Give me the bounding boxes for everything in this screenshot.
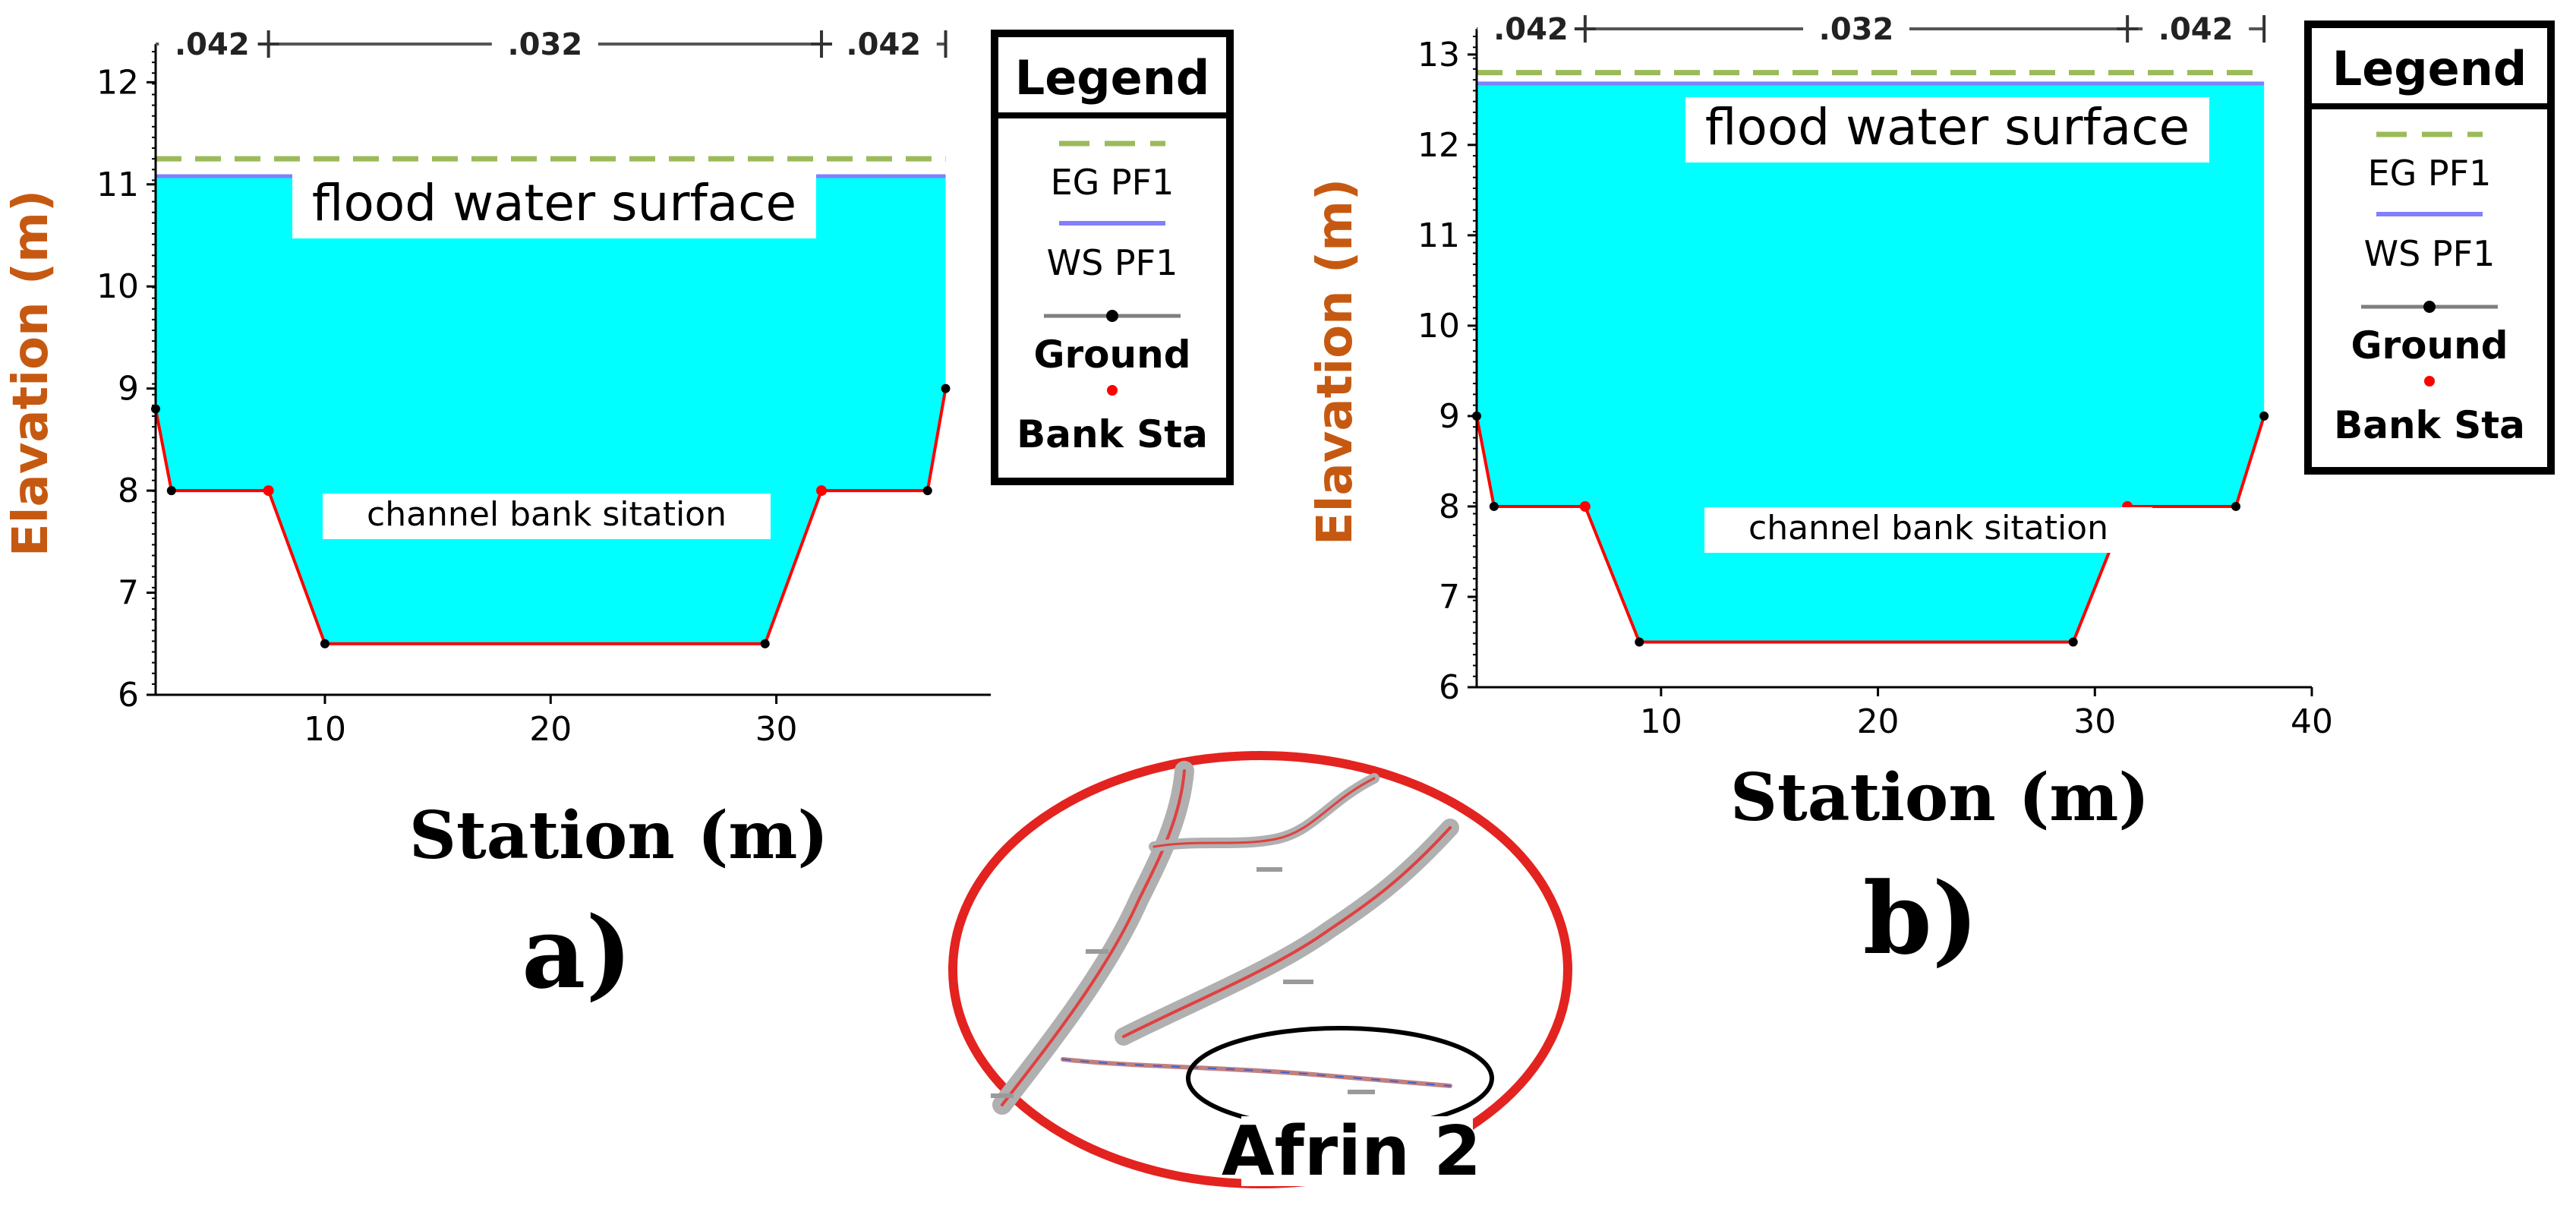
ground-point bbox=[2231, 501, 2240, 511]
y-axis-label: Elavation (m) bbox=[1307, 178, 1364, 545]
ground-line bbox=[154, 388, 947, 645]
y-tick-label: 7 bbox=[118, 574, 139, 613]
mannings-n-label: .042 bbox=[846, 27, 921, 62]
ground-point bbox=[2068, 637, 2078, 647]
mannings-n-label: .032 bbox=[1819, 12, 1894, 47]
legend-bank-marker bbox=[2424, 376, 2435, 387]
water-area bbox=[156, 176, 946, 644]
legend-ground-marker bbox=[2423, 301, 2436, 313]
x-axis-label: Station (m) bbox=[409, 797, 828, 874]
y-tick-label: 11 bbox=[96, 166, 139, 204]
x-tick-label: 20 bbox=[1857, 702, 1900, 741]
chart-panel-b: 6 7 8 9 10 11 12 13 10 20 30 40 .042 .032 .042 flood wa… bbox=[1307, 6, 2555, 977]
x-tick-label: 10 bbox=[1640, 702, 1682, 741]
ground-point bbox=[320, 639, 329, 648]
y-tick-label: 10 bbox=[1417, 307, 1460, 346]
ground-point bbox=[1489, 501, 1499, 511]
y-tick-label: 9 bbox=[1439, 397, 1460, 436]
legend-ground-label: Ground bbox=[2351, 323, 2508, 368]
bank-station-point bbox=[1579, 500, 1591, 512]
inset-caption: Afrin 2 bbox=[1222, 1112, 1481, 1191]
mannings-n-label-bg bbox=[830, 21, 937, 59]
channel-label-bg bbox=[323, 494, 771, 539]
ground-line bbox=[1475, 415, 2266, 644]
x-tick-label: 20 bbox=[529, 710, 572, 749]
legend-eg-label: EG PF1 bbox=[1051, 162, 1174, 203]
mannings-n-label: .032 bbox=[507, 27, 582, 62]
y-tick-label: 13 bbox=[1417, 36, 1460, 74]
y-tick-label: 10 bbox=[96, 267, 139, 306]
chart-panel-a: 6 7 8 9 10 11 12 10 20 30 .042 .032 .042 flood water … bbox=[3, 21, 1234, 1011]
river-name-labels bbox=[991, 867, 1375, 1098]
y-tick-label: 8 bbox=[1439, 488, 1460, 526]
inset-map: Afrin 2 bbox=[934, 748, 1587, 1211]
mannings-n-label-bg bbox=[2142, 6, 2250, 44]
x-tick-label: 30 bbox=[2073, 702, 2116, 741]
mannings-n-label-bg bbox=[159, 21, 266, 59]
panel-label: b) bbox=[1863, 860, 1979, 977]
legend-title: Legend bbox=[2332, 41, 2527, 96]
legend-frame bbox=[991, 30, 1234, 485]
y-tick-label: 7 bbox=[1439, 578, 1460, 617]
mannings-n-label: .042 bbox=[175, 27, 250, 62]
bank-station-point bbox=[263, 485, 274, 497]
mannings-n-label: .042 bbox=[1493, 12, 1569, 47]
ground-point bbox=[2259, 411, 2269, 421]
x-tick-label: 10 bbox=[304, 710, 346, 749]
x-tick-label: 40 bbox=[2291, 702, 2333, 741]
y-tick-label: 12 bbox=[96, 63, 139, 102]
y-tick-label: 6 bbox=[118, 676, 139, 715]
legend-ws-label: WS PF1 bbox=[2364, 233, 2496, 274]
channel-label: channel bank sitation bbox=[1748, 509, 2108, 547]
y-tick-label: 9 bbox=[118, 370, 139, 409]
ground-point bbox=[922, 486, 932, 496]
legend-bank-label: Bank Sta bbox=[1017, 412, 1208, 456]
legend-ground-marker bbox=[1106, 310, 1118, 322]
mannings-n-label-bg bbox=[1803, 6, 1909, 44]
legend-ground-label: Ground bbox=[1033, 333, 1190, 377]
legend-eg-label: EG PF1 bbox=[2368, 153, 2492, 194]
legend-title: Legend bbox=[1015, 50, 1210, 106]
legend-ws-label: WS PF1 bbox=[1047, 242, 1178, 283]
x-tick-label: 30 bbox=[755, 710, 798, 749]
channel-label-bg bbox=[1704, 507, 2152, 553]
legend-frame bbox=[2304, 21, 2555, 475]
water-area bbox=[1477, 83, 2265, 642]
channel-label: channel bank sitation bbox=[367, 495, 727, 534]
y-tick-label: 8 bbox=[118, 472, 139, 510]
legend-bank-marker bbox=[1107, 385, 1118, 396]
flood-label: flood water surface bbox=[312, 174, 796, 232]
river-network-drawing bbox=[992, 761, 1459, 1115]
y-tick-label: 6 bbox=[1439, 668, 1460, 707]
y-tick-label: 12 bbox=[1417, 126, 1460, 165]
x-axis-label: Station (m) bbox=[1730, 759, 2149, 836]
ground-point bbox=[941, 383, 951, 393]
mannings-n-label: .042 bbox=[2158, 12, 2234, 47]
ground-point bbox=[166, 486, 176, 496]
panel-label: a) bbox=[522, 895, 632, 1011]
legend-bank-label: Bank Sta bbox=[2334, 403, 2525, 447]
flood-label-bg bbox=[1685, 97, 2209, 163]
ground-point bbox=[760, 639, 770, 648]
flood-label: flood water surface bbox=[1705, 98, 2190, 156]
mannings-n-label-bg bbox=[491, 21, 598, 59]
bank-station-point bbox=[816, 485, 828, 497]
flood-label-bg bbox=[292, 173, 816, 238]
mannings-n-label-bg bbox=[1477, 6, 1584, 44]
y-tick-label: 11 bbox=[1417, 216, 1460, 255]
ground-point bbox=[1635, 637, 1644, 647]
y-axis-label: Elavation (m) bbox=[3, 190, 59, 557]
